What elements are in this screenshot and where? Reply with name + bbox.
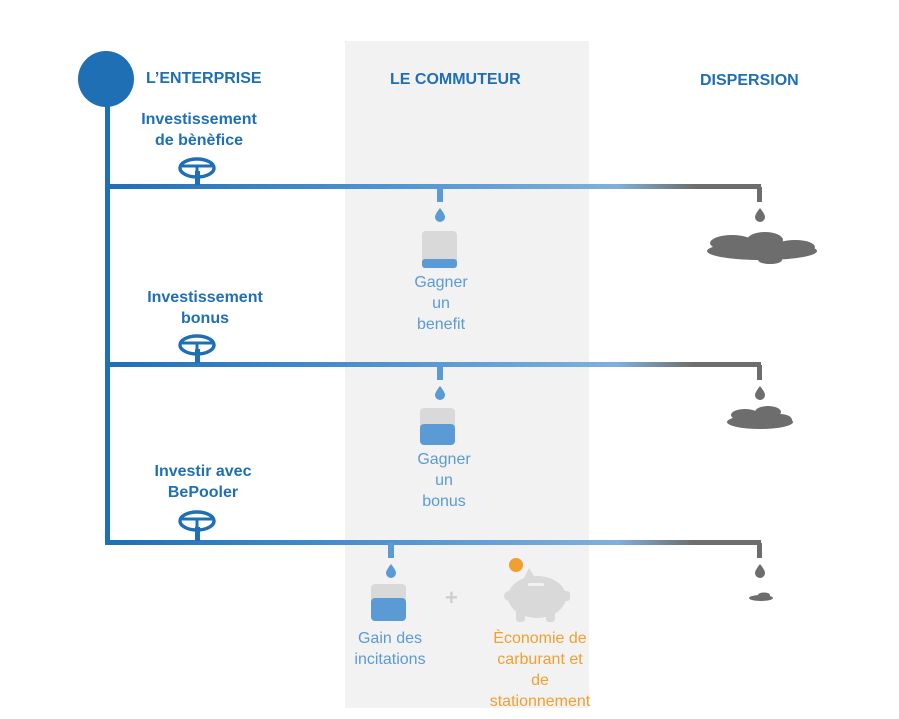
dispersion-outlet-3 <box>757 543 762 558</box>
dispersion-outlet-1 <box>757 187 762 202</box>
puddle-icon <box>749 592 773 601</box>
cup-icon <box>371 584 406 621</box>
water-drop-icon <box>755 208 765 222</box>
commuter-outlet-2 <box>437 365 443 380</box>
enterprise-source-circle <box>78 51 134 107</box>
steering-valve-icon <box>178 157 216 185</box>
steering-valve-icon <box>178 334 216 363</box>
piggy-bank-icon <box>504 568 570 622</box>
dispersion-outlet-2 <box>757 365 762 380</box>
commuter-outlet-3 <box>388 543 394 558</box>
pipe-row-3 <box>105 540 761 545</box>
coin-icon <box>509 558 523 572</box>
steering-valve-icon <box>178 510 216 541</box>
water-drop-icon <box>755 386 765 400</box>
commuter-outlet-1 <box>437 187 443 202</box>
header-dispersion: DISPERSION <box>700 72 799 89</box>
puddle-icon <box>727 406 793 429</box>
puddle-icon <box>707 232 817 264</box>
enterprise-main-pipe <box>105 100 110 544</box>
cup-icon <box>422 231 457 268</box>
pipe-row-2 <box>105 362 761 367</box>
cup-icon <box>420 408 455 445</box>
header-enterprise: L’ENTERPRISE <box>146 70 262 87</box>
water-drop-icon <box>386 564 396 578</box>
water-drop-icon <box>435 386 445 400</box>
water-drop-icon <box>755 564 765 578</box>
header-commuter: LE COMMUTEUR <box>390 71 521 88</box>
water-drop-icon <box>435 208 445 222</box>
plus-sign: + <box>445 585 458 610</box>
pipe-row-1 <box>105 184 761 189</box>
